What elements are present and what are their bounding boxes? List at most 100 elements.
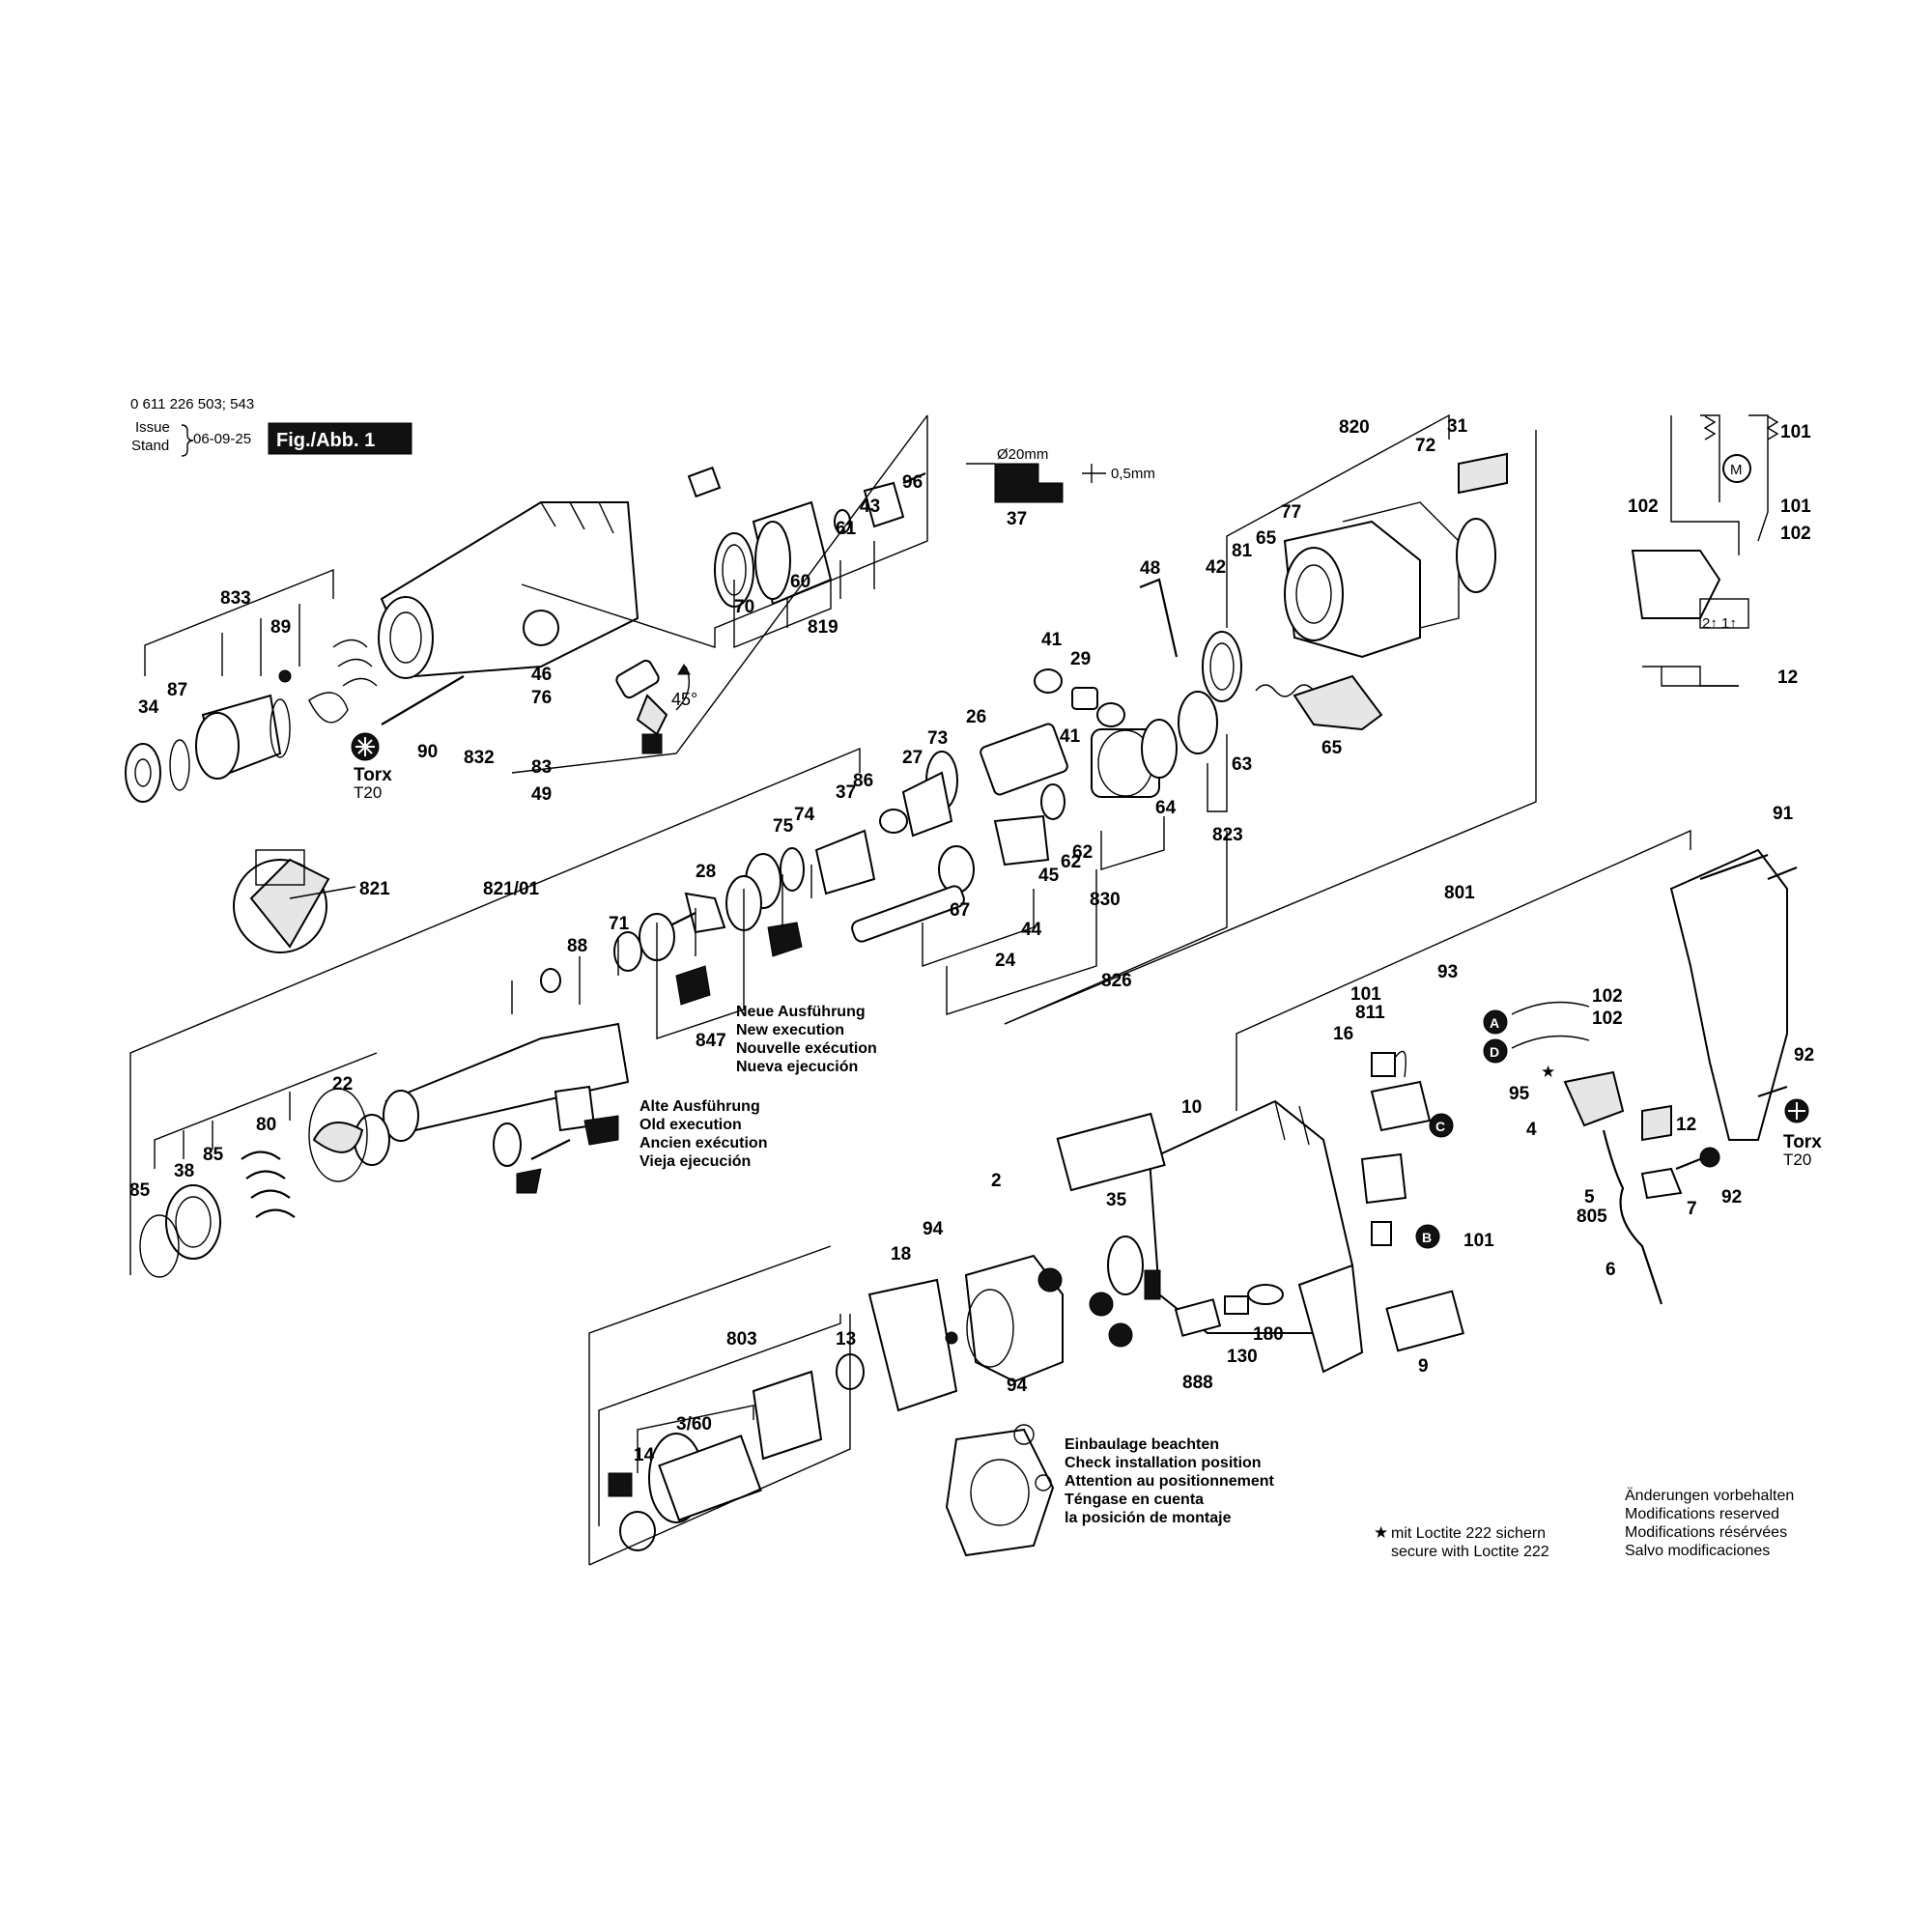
label-62-b: 62 (1061, 852, 1081, 872)
svg-text:Einbaulage beachten: Einbaulage beachten (1065, 1436, 1219, 1453)
label-91: 91 (1773, 804, 1794, 824)
note-loctite: ★ mit Loctite 222 sichern secure with Lo… (1374, 1523, 1549, 1560)
frame-820 (1226, 413, 1450, 628)
label-819: 819 (808, 617, 838, 638)
label-90: 90 (417, 742, 438, 762)
svg-text:Old execution: Old execution (639, 1117, 742, 1133)
svg-text:Modifications résérvées: Modifications résérvées (1625, 1524, 1787, 1541)
part-selector-knob (615, 659, 660, 699)
part-handle-housing (1669, 848, 1788, 1141)
part-16-brush-holder (1370, 1080, 1432, 1132)
label-94: 94 (923, 1219, 944, 1239)
label-101-b: 101 (1780, 497, 1811, 517)
label-102-c: 102 (1592, 986, 1623, 1007)
label-81: 81 (1232, 541, 1253, 561)
part-31-brush (1458, 452, 1508, 495)
label-22: 22 (332, 1074, 353, 1094)
svg-text:Ancien exécution: Ancien exécution (639, 1135, 767, 1151)
label-823: 823 (1212, 825, 1243, 845)
svg-text:B: B (1422, 1230, 1432, 1245)
svg-text:Neue Ausführung: Neue Ausführung (736, 1004, 866, 1020)
label-41: 41 (1041, 630, 1063, 650)
label-92-b: 92 (1721, 1187, 1742, 1208)
torx-size-2: T20 (1783, 1151, 1811, 1169)
connector-D2 (1108, 1322, 1133, 1348)
model-numbers: 0 611 226 503; 543 (130, 396, 254, 412)
label-73: 73 (927, 728, 948, 749)
issue-date: 06-09-25 (193, 431, 251, 447)
frame-801 (1236, 829, 1691, 1111)
label-37-b: 37 (836, 782, 856, 803)
part-washer (308, 692, 349, 724)
torx-small-icon (1699, 1147, 1720, 1168)
part-34-nut (125, 743, 161, 803)
label-14: 14 (634, 1445, 655, 1465)
star-glyph: ★ (1374, 1523, 1388, 1542)
frame-line (521, 415, 928, 648)
label-6: 6 (1605, 1260, 1616, 1280)
label-803: 803 (726, 1329, 757, 1350)
schematic-switch-trigger (1631, 550, 1721, 619)
part-43-plate (863, 481, 905, 528)
schematic-wiring (1670, 415, 1740, 555)
torx-size-1: T20 (354, 783, 382, 802)
torx-label-1: Torx (354, 765, 392, 785)
part-number-labels: 96 43 61 60 70 819 833 89 87 34 46 76 83… (138, 416, 1814, 1465)
old-exec-part (493, 1122, 522, 1167)
label-41-b: 41 (1060, 726, 1081, 747)
svg-text:Vieja ejecución: Vieja ejecución (639, 1153, 751, 1170)
part-7-clamp (1640, 1167, 1683, 1200)
svg-text:C: C (1435, 1119, 1445, 1134)
connector-A2 (1037, 1267, 1063, 1293)
part-89-ball (278, 669, 292, 683)
part-102-wires (1511, 1001, 1590, 1049)
torx-label-2: Torx (1783, 1132, 1822, 1152)
label-832: 832 (464, 748, 495, 768)
label-10: 10 (1181, 1097, 1202, 1118)
label-76: 76 (531, 688, 552, 708)
label-70: 70 (734, 597, 754, 617)
part-130-plate (1224, 1295, 1249, 1315)
label-64: 64 (1155, 798, 1177, 818)
label-16: 16 (1333, 1024, 1353, 1044)
label-847: 847 (696, 1031, 726, 1051)
part-29-pin (1071, 687, 1098, 710)
part-brush-holder-2 (1360, 1152, 1407, 1205)
connector-D (1483, 1038, 1508, 1064)
part-42-ring (1202, 631, 1242, 702)
label-833: 833 (220, 588, 251, 609)
label-75: 75 (773, 816, 794, 837)
svg-text:D: D (1490, 1044, 1499, 1060)
part-26-piston (980, 723, 1068, 796)
part-24-shaft (851, 885, 965, 943)
part-811-brush (1371, 1052, 1396, 1077)
note-installation: Einbaulage beachten Check installation p… (1065, 1436, 1275, 1526)
part-92-screw (1757, 1085, 1788, 1098)
part-62-ring (1040, 783, 1065, 820)
note-new-execution: Neue Ausführung New execution Nouvelle e… (736, 1004, 877, 1075)
connector-B2 (1089, 1292, 1114, 1317)
schematic-switch-box (1699, 598, 1749, 629)
label-24: 24 (995, 951, 1016, 971)
label-12-b: 12 (1676, 1115, 1696, 1135)
svg-text:Nueva ejecución: Nueva ejecución (736, 1059, 858, 1075)
part-85-ring (139, 1214, 180, 1278)
part-46-selector-hole (523, 610, 559, 646)
label-27: 27 (902, 748, 923, 768)
part-45-lever (993, 814, 1050, 867)
motor-symbol (1722, 454, 1751, 483)
label-94-b: 94 (1007, 1376, 1028, 1396)
part-9-label (1385, 1290, 1464, 1352)
part-35-ring (1107, 1236, 1144, 1295)
label-31: 31 (1447, 416, 1468, 437)
part-180-disc (1247, 1284, 1284, 1305)
label-821-01: 821/01 (483, 879, 540, 899)
part-4-switch (1563, 1070, 1625, 1127)
label-3-60: 3/60 (676, 1414, 712, 1435)
label-72: 72 (1415, 436, 1435, 456)
label-29: 29 (1070, 649, 1091, 669)
label-18: 18 (891, 1244, 911, 1264)
label-12: 12 (1777, 668, 1798, 688)
angle-label: 45° (671, 690, 697, 709)
label-49: 49 (531, 784, 552, 805)
